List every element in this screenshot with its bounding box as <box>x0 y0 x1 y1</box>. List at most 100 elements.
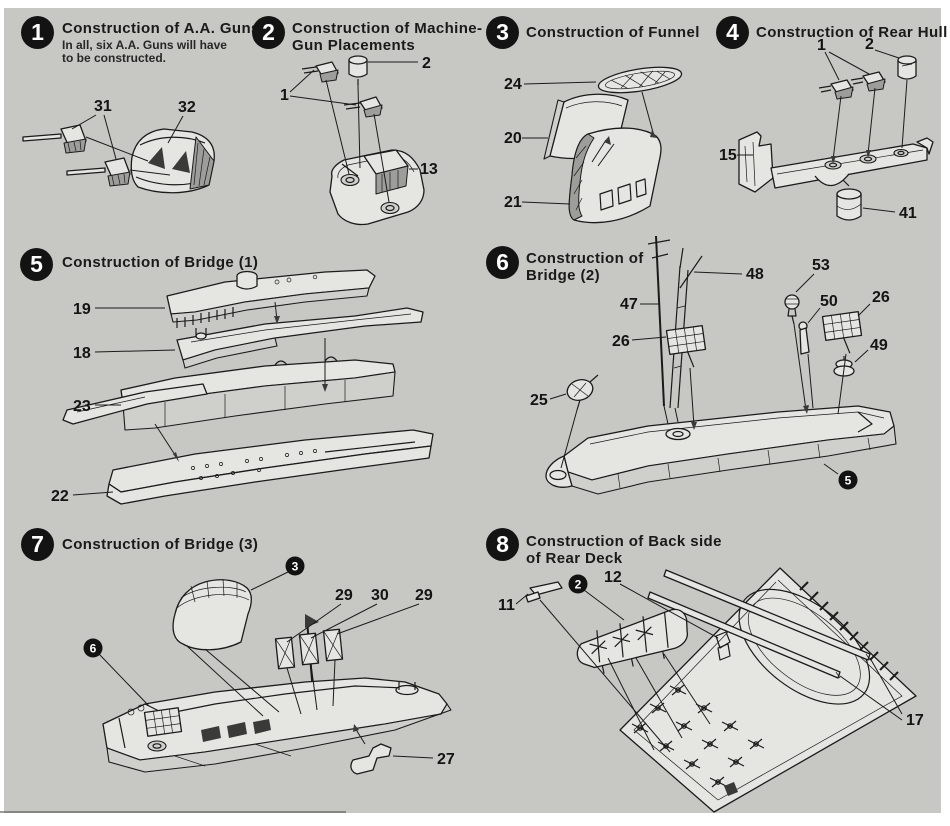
label-26b: 26 <box>872 289 890 306</box>
leader-24 <box>523 81 597 85</box>
step5-title: Construction of Bridge (1) <box>62 254 259 271</box>
step6-title-line2: Bridge (2) <box>526 267 601 284</box>
label-50: 50 <box>820 293 838 310</box>
step3-title: Construction of Funnel <box>526 24 700 41</box>
leader-31b <box>103 114 117 160</box>
label-32: 32 <box>178 99 196 116</box>
step3-number: 3 <box>496 19 509 45</box>
step1-number-badge: 1 <box>21 16 54 49</box>
leader-27 <box>392 755 434 759</box>
leader-32 <box>167 115 184 144</box>
leader-30 <box>310 603 378 639</box>
part-1-machine-gun-upper <box>301 61 339 83</box>
leader-25 <box>549 393 567 400</box>
part-26-radar-left <box>665 324 707 368</box>
step1-subtitle-line2: to be constructed. <box>62 51 167 65</box>
step5-assembly-lines <box>154 301 328 462</box>
part-1-machine-gun-left <box>818 79 854 100</box>
part-23-bridge-block <box>62 356 396 431</box>
step4-diagram: 1 2 15 41 <box>719 36 934 222</box>
step8-assembly-lines <box>539 599 711 753</box>
step6-number-badge: 6 <box>486 246 519 279</box>
step4-number-badge: 4 <box>716 16 749 49</box>
step2-diagram: 2 1 13 <box>280 55 438 226</box>
step6-title-line1: Construction of <box>526 250 644 267</box>
leader-ref3 <box>250 571 289 591</box>
part-27-bracket <box>350 724 392 775</box>
gun-rack-assembly <box>576 608 688 674</box>
part-19-comb-teeth <box>176 307 234 328</box>
leader-1a <box>289 69 315 93</box>
leader-50 <box>807 307 821 324</box>
step3-number-badge: 3 <box>486 16 519 49</box>
part-30-board-middle <box>298 632 320 666</box>
part-2-cylinder <box>897 55 917 80</box>
part-11-bracket <box>525 581 563 603</box>
label-13: 13 <box>420 161 438 178</box>
step4-number: 4 <box>726 19 739 45</box>
step1-subtitle-line1: In all, six A.A. Guns will have <box>62 38 227 52</box>
label-53: 53 <box>812 257 830 274</box>
scan-artifact <box>0 811 346 813</box>
label-19: 19 <box>73 301 91 318</box>
step6-diagram: 47 48 26 53 50 26 49 25 5 <box>530 235 897 495</box>
ref-step2-badge: 2 <box>568 574 588 594</box>
step8-title-line2: of Rear Deck <box>526 550 623 567</box>
part-26-radar-right <box>821 310 863 354</box>
leader-17b <box>839 675 903 721</box>
label-11: 11 <box>498 597 515 614</box>
leader-1b <box>289 95 357 106</box>
part-22-base-hull <box>106 429 434 505</box>
step1-assembly-lines <box>85 136 171 176</box>
step8-title-line1: Construction of Back side <box>526 533 722 550</box>
leader-29a <box>286 603 342 643</box>
label-29a: 29 <box>335 587 353 604</box>
part-32-turret-shield <box>130 128 215 194</box>
step2-number-badge: 2 <box>252 16 285 49</box>
step5-number-badge: 5 <box>20 248 53 281</box>
bridge-hull-assembly <box>102 677 452 773</box>
label-23: 23 <box>73 398 91 415</box>
label-31: 31 <box>94 98 112 115</box>
bridge-deck-assembly <box>545 405 897 495</box>
part-31-aa-gun-lower <box>66 157 131 187</box>
leader-53 <box>795 273 815 293</box>
step1-diagram: 31 32 <box>22 98 215 194</box>
step8-number-badge: 8 <box>486 528 519 561</box>
leader-41 <box>862 207 896 213</box>
leader-17a <box>869 657 903 715</box>
step6-assembly-lines <box>560 323 847 469</box>
label-21: 21 <box>504 194 522 211</box>
leader-18 <box>94 349 176 353</box>
funnel-assembly <box>172 578 252 651</box>
step7-diagram: 3 6 29 30 29 27 <box>83 556 455 775</box>
step2-title-line1: Construction of Machine- <box>292 20 483 37</box>
leader-ref6 <box>98 653 150 707</box>
label-18: 18 <box>73 345 91 362</box>
part-17-rod-upper <box>663 569 871 661</box>
step5-number: 5 <box>30 251 43 277</box>
part-53-lamp <box>784 294 800 325</box>
label-30: 30 <box>371 587 389 604</box>
label-41: 41 <box>899 205 917 222</box>
deck-comb-teeth <box>799 581 899 681</box>
part-19-upper-deck <box>166 269 376 328</box>
part-13-base-platform <box>329 149 425 226</box>
ref-step5-badge: 5 <box>838 470 858 490</box>
step3-diagram: 24 20 21 <box>504 66 683 224</box>
part-22-portholes <box>191 449 317 480</box>
label-29b: 29 <box>415 587 433 604</box>
ref-step3-badge: 3 <box>285 556 305 576</box>
label-1: 1 <box>817 37 826 54</box>
label-20: 20 <box>504 130 522 147</box>
ref-step5-number: 5 <box>845 474 852 488</box>
part-18-mid-tray <box>176 307 424 369</box>
step7-number-badge: 7 <box>21 528 54 561</box>
part-31-aa-gun-upper <box>22 124 87 154</box>
step3-assembly-lines <box>591 91 657 167</box>
part-1-machine-gun-right <box>850 71 886 92</box>
label-49: 49 <box>870 337 888 354</box>
step6-number: 6 <box>496 249 509 275</box>
step2-number: 2 <box>262 19 275 45</box>
